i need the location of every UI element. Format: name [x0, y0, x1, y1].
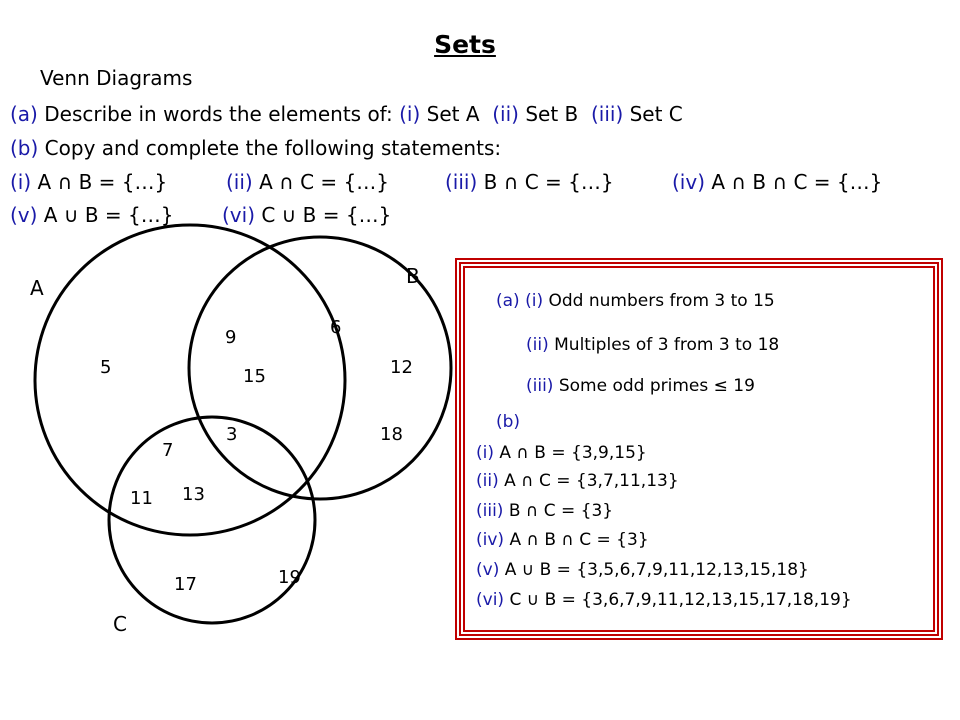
statement-ii: (ii) A ∩ C = {…} [226, 170, 389, 194]
answer-b-iv: (iv) A ∩ B ∩ C = {3} [476, 530, 649, 550]
set-a-circle [33, 223, 347, 537]
question-b: (b) Copy and complete the following stat… [10, 136, 501, 160]
answer-a-ii-tag: (ii) [526, 335, 549, 355]
answer-b-iv-text: A ∩ B ∩ C = {3} [504, 530, 649, 550]
statement-v-tag: (v) [10, 203, 38, 227]
set-a-label: A [30, 276, 44, 300]
answer-b-iii: (iii) B ∩ C = {3} [476, 501, 613, 521]
statement-i: (i) A ∩ B = {…} [10, 170, 167, 194]
answer-b-i-tag: (i) [476, 443, 494, 463]
answer-b-vi-text: C ∪ B = {3,6,7,9,11,12,13,15,17,18,19} [504, 590, 852, 610]
venn-element: 3 [226, 424, 238, 445]
venn-element: 18 [380, 424, 403, 445]
page-title: Sets [434, 30, 496, 59]
statement-i-tag: (i) [10, 170, 32, 194]
question-a: (a) Describe in words the elements of: (… [10, 102, 683, 126]
set-b-label: B [406, 264, 420, 288]
answer-a-i-tag: (a) (i) [496, 291, 544, 311]
answer-b-v: (v) A ∪ B = {3,5,6,7,9,11,12,13,15,18} [476, 560, 809, 580]
statement-iii-tag: (iii) [445, 170, 478, 194]
statement-vi: (vi) C ∪ B = {…} [222, 203, 391, 227]
answer-b-vi-tag: (vi) [476, 590, 505, 610]
answer-b-v-tag: (v) [476, 560, 500, 580]
answer-a-iii-tag: (iii) [526, 376, 554, 396]
venn-element: 15 [243, 366, 266, 387]
venn-element: 5 [100, 357, 112, 378]
answer-a-iii-text: Some odd primes ≤ 19 [553, 376, 755, 396]
question-a-iii-tag: (iii) [590, 102, 624, 126]
question-a-tag: (a) [10, 102, 38, 126]
question-a-ii-tag: (ii) [492, 102, 519, 126]
answer-b-vi: (vi) C ∪ B = {3,6,7,9,11,12,13,15,17,18,… [476, 590, 852, 610]
statement-iv-tag: (iv) [672, 170, 705, 194]
statement-iii-text: B ∩ C = {…} [477, 170, 614, 194]
answer-b-iii-tag: (iii) [476, 501, 504, 521]
venn-element: 13 [182, 484, 205, 505]
set-c-label: C [113, 612, 127, 636]
question-a-text: Describe in words the elements of: [37, 102, 400, 126]
answer-box-border [455, 258, 943, 640]
venn-element: 12 [390, 357, 413, 378]
statement-i-text: A ∩ B = {…} [31, 170, 168, 194]
answer-a-i-text: Odd numbers from 3 to 15 [543, 291, 775, 311]
set-b-circle [187, 235, 453, 501]
statement-vi-text: C ∪ B = {…} [255, 203, 392, 227]
answer-a-i: (a) (i) Odd numbers from 3 to 15 [496, 291, 775, 311]
question-b-tag: (b) [10, 136, 39, 160]
venn-element: 17 [174, 574, 197, 595]
statement-v: (v) A ∪ B = {…} [10, 203, 174, 227]
venn-element: 9 [225, 327, 237, 348]
answer-b-i-text: A ∩ B = {3,9,15} [494, 443, 647, 463]
question-b-text: Copy and complete the following statemen… [38, 136, 502, 160]
section-subtitle: Venn Diagrams [40, 66, 193, 90]
venn-element: 6 [330, 317, 342, 338]
answer-b-i: (i) A ∩ B = {3,9,15} [476, 443, 647, 463]
answer-b-ii: (ii) A ∩ C = {3,7,11,13} [476, 471, 679, 491]
answer-b-ii-tag: (ii) [476, 471, 499, 491]
statement-iv: (iv) A ∩ B ∩ C = {…} [672, 170, 882, 194]
statement-ii-tag: (ii) [226, 170, 253, 194]
question-a-i-tag: (i) [399, 102, 421, 126]
question-a-i-text: Set A [420, 102, 486, 126]
statement-vi-tag: (vi) [222, 203, 255, 227]
statement-iv-text: A ∩ B ∩ C = {…} [705, 170, 883, 194]
set-c-circle [107, 415, 317, 625]
statement-iii: (iii) B ∩ C = {…} [445, 170, 614, 194]
answer-b-iv-tag: (iv) [476, 530, 505, 550]
venn-element: 7 [162, 440, 174, 461]
answer-a-ii-text: Multiples of 3 from 3 to 18 [548, 335, 780, 355]
question-a-ii-text: Set B [518, 102, 585, 126]
statement-v-text: A ∪ B = {…} [37, 203, 174, 227]
venn-element: 11 [130, 488, 153, 509]
question-a-iii-text: Set C [623, 102, 683, 126]
venn-element: 19 [278, 567, 301, 588]
answer-a-ii: (ii) Multiples of 3 from 3 to 18 [526, 335, 779, 355]
answer-a-iii: (iii) Some odd primes ≤ 19 [526, 376, 755, 396]
statement-ii-text: A ∩ C = {…} [252, 170, 389, 194]
answer-b-iii-text: B ∩ C = {3} [503, 501, 614, 521]
answer-b-ii-text: A ∩ C = {3,7,11,13} [498, 471, 679, 491]
answer-b-v-text: A ∪ B = {3,5,6,7,9,11,12,13,15,18} [499, 560, 809, 580]
answer-b-tag: (b) [496, 412, 521, 432]
